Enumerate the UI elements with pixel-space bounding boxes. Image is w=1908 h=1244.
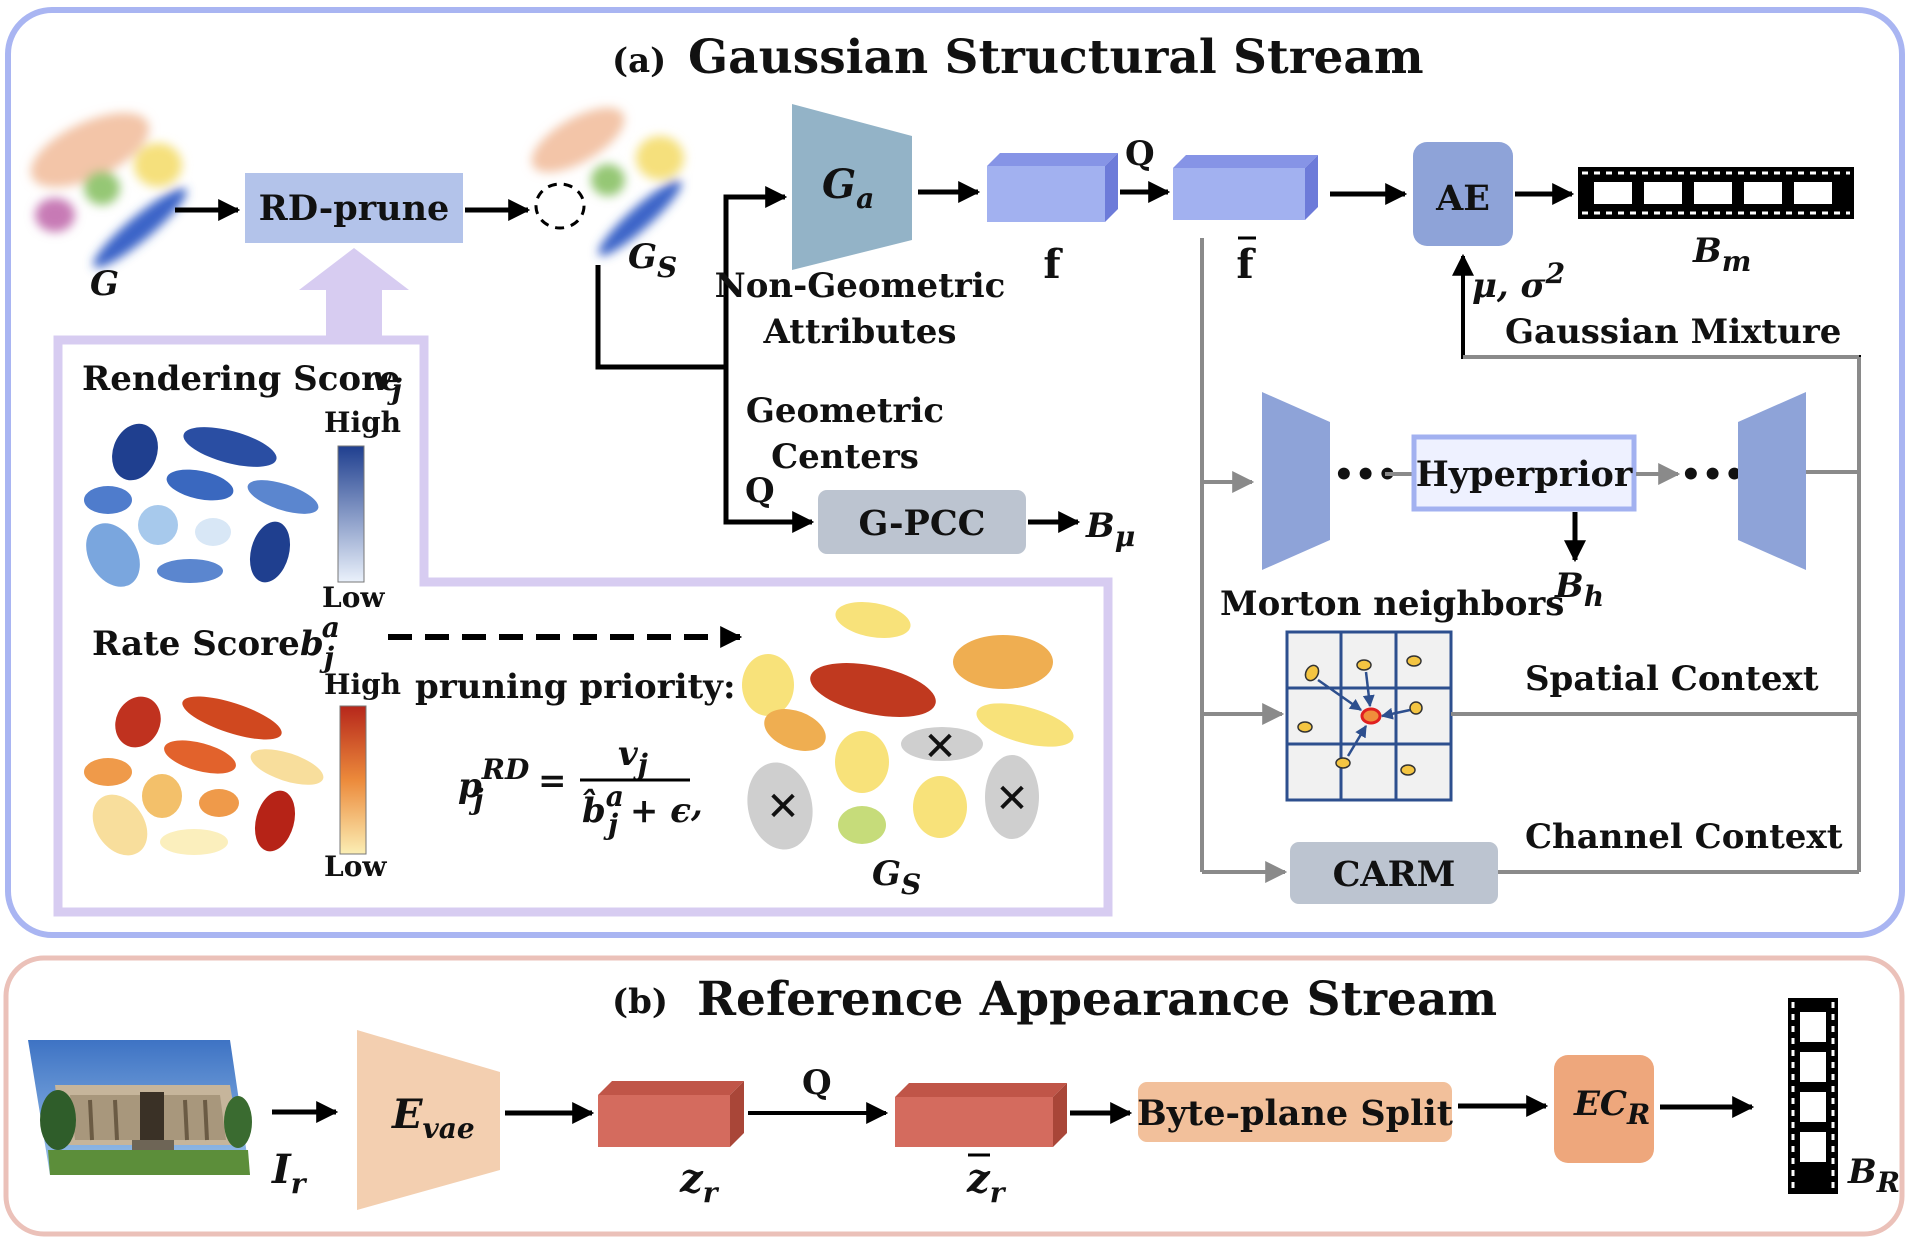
stream-a-title-tag: (a) (612, 41, 666, 81)
rendering-high-label: High (324, 406, 401, 439)
rate-high-label: High (324, 668, 401, 701)
reference-image (28, 1040, 252, 1175)
gpcc-box[interactable] (818, 490, 1026, 554)
fbar-feature-block (1173, 155, 1318, 220)
svg-text:b̂aj + ϵ,: b̂aj + ϵ, (582, 780, 703, 841)
evae-encoder[interactable] (357, 1030, 500, 1210)
svg-text:✕: ✕ (766, 784, 800, 830)
arrow-to-gpcc (723, 367, 815, 533)
ga-encoder[interactable] (792, 104, 912, 270)
zr-latent-block (598, 1081, 744, 1147)
geometric-line1: Geometric (746, 391, 944, 431)
ae-box[interactable] (1413, 142, 1513, 246)
score-panel (53, 335, 1113, 917)
rendering-score-colorbar (337, 445, 365, 583)
q-geo-label: Q (745, 471, 775, 511)
ir-label: Ir (271, 1146, 308, 1200)
gs-bottom-label: GS (872, 854, 921, 901)
non-geometric-line1: Non-Geometric (715, 266, 1006, 306)
q-f-label: Q (1125, 134, 1155, 174)
svg-text:✕: ✕ (995, 776, 1029, 822)
spatial-context-label: Spatial Context (1525, 659, 1819, 699)
stream-a-title: Gaussian Structural Stream (688, 30, 1424, 85)
fbar-label: f (1236, 241, 1256, 288)
bm-bitstream-icon (1578, 167, 1854, 219)
gpcc-label: G-PCC (858, 503, 985, 544)
zr-label: zr (679, 1155, 720, 1209)
rate-score-label: Rate Score (92, 624, 300, 664)
bmu-label: Bμ (1085, 506, 1135, 553)
stream-b-title: Reference Appearance Stream (697, 972, 1497, 1027)
hyper-encoder[interactable] (1262, 392, 1330, 570)
stream-b-title-tag: (b) (612, 982, 668, 1022)
rendering-score-label: Rendering Score (82, 359, 401, 399)
rendering-score-gaussians (84, 423, 319, 587)
rd-prune-label: RD-prune (259, 188, 450, 229)
morton-neighbors-label: Morton neighbors (1220, 584, 1564, 624)
hyperprior-box[interactable] (1411, 434, 1637, 512)
gs-label: GS (628, 237, 677, 284)
rd-prune-box[interactable] (245, 173, 463, 243)
mu-sigma-label: μ, σ2 (1472, 257, 1565, 306)
score-to-prune-arrow (299, 248, 409, 340)
pruned-result-gaussians: ✕ ✕ ✕ (742, 602, 1074, 850)
non-geometric-line2: Attributes (763, 312, 957, 352)
ecr-box[interactable] (1554, 1055, 1654, 1163)
br-bitstream-icon (1788, 998, 1838, 1194)
svg-text:=: = (538, 761, 567, 801)
hyperprior-label: Hyperprior (1416, 454, 1633, 495)
f-feature-block (987, 153, 1118, 222)
rendering-score-var: vj (372, 359, 402, 406)
gaussian-mixture-label: Gaussian Mixture (1505, 312, 1841, 352)
br-label: BR (1847, 1152, 1900, 1199)
channel-context-label: Channel Context (1525, 817, 1843, 857)
zbar-latent-block (895, 1083, 1067, 1147)
rate-score-colorbar (339, 705, 367, 855)
f-label: f (1043, 241, 1063, 288)
zbar-label: zr (966, 1155, 1007, 1209)
g-label: G (90, 264, 119, 304)
bh-label: Bh (1554, 566, 1604, 613)
byteplane-box[interactable] (1138, 1082, 1452, 1142)
rate-score-gaussians (84, 696, 324, 856)
byteplane-label: Byte-plane Split (1137, 1093, 1453, 1134)
rendering-low-label: Low (322, 581, 385, 614)
geometric-line2: Centers (771, 437, 919, 477)
carm-label: CARM (1333, 854, 1456, 895)
spatial-context-grid (1285, 630, 1453, 802)
pruned-slot-marker (534, 182, 586, 230)
hyper-decoder-dots: ••• (1680, 455, 1745, 495)
hyper-decoder[interactable] (1738, 392, 1806, 570)
arrow-to-ga (723, 186, 788, 367)
evae-label: Evae (391, 1091, 475, 1145)
gs-branch-line (595, 265, 726, 370)
ecr-label: ECR (1573, 1084, 1650, 1131)
ga-label: Ga (822, 161, 874, 215)
svg-text:✕: ✕ (923, 724, 957, 770)
rate-low-label: Low (324, 850, 387, 883)
svg-text:vj: vj (618, 734, 648, 781)
carm-box[interactable] (1290, 842, 1498, 904)
pruned-gaussians (531, 107, 684, 256)
bm-label: Bm (1692, 231, 1751, 278)
input-gaussians (30, 112, 187, 268)
q-b-label: Q (802, 1063, 832, 1103)
pruning-priority-label: pruning priority: (415, 667, 736, 707)
ae-label: AE (1435, 178, 1490, 219)
